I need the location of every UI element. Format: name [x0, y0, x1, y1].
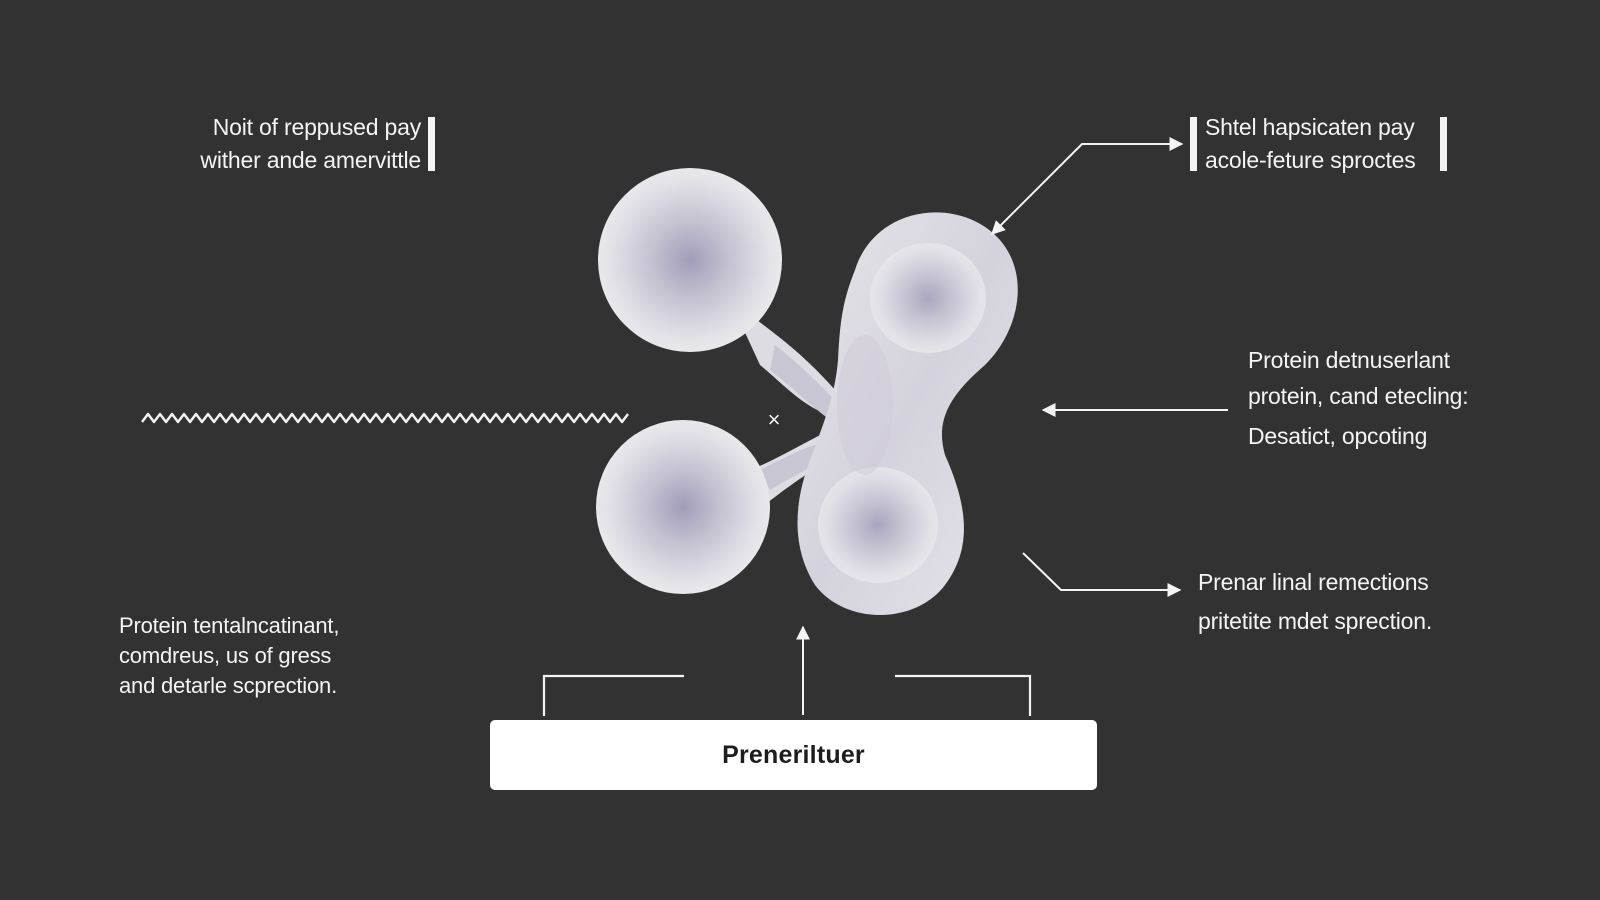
- wavy-line-icon: [141, 412, 629, 424]
- label-middle-right-line-2: protein, cand etecling:: [1248, 383, 1469, 409]
- label-lower-left: Protein tentalncatinant, comdreus, us of…: [119, 611, 339, 701]
- label-top-right: Shtel hapsicaten pay acole-feture sproct…: [1205, 111, 1416, 177]
- label-middle-right-line-3: Desatict, opcoting: [1248, 423, 1428, 449]
- arrow-top-right: [991, 137, 1184, 235]
- bottom-box-label: Preneriltuer: [722, 740, 865, 769]
- label-lower-right-line-2: pritetite mdet sprection.: [1198, 608, 1433, 634]
- label-top-right-line-1: Shtel hapsicaten pay: [1205, 114, 1415, 140]
- center-x-mark: ×: [768, 407, 781, 432]
- bracket-left: [542, 674, 684, 716]
- label-lower-left-line-2: comdreus, us of gress: [119, 643, 332, 668]
- top-right-bracket-bar-right: [1440, 117, 1447, 171]
- label-middle-right-line-1: Protein detnuserlant: [1248, 347, 1450, 373]
- label-lower-right-line-1: Prenar linal remections: [1198, 569, 1429, 595]
- top-right-bracket-bar-left: [1190, 117, 1197, 171]
- label-lower-right: Prenar linal remections pritetite mdet s…: [1198, 563, 1432, 641]
- label-top-right-line-2: acole-feture sproctes: [1205, 147, 1416, 173]
- label-lower-left-line-1: Protein tentalncatinant,: [119, 613, 340, 638]
- label-middle-right: Protein detnuserlant protein, cand etecl…: [1248, 342, 1469, 454]
- molecule-shape: [596, 168, 1018, 615]
- bracket-right: [895, 674, 1032, 716]
- top-left-bracket-bar: [428, 117, 435, 171]
- label-top-left-line-2: wither ande amervittle: [200, 147, 421, 173]
- bottom-box: Preneriltuer: [490, 720, 1097, 790]
- arrow-lower-right: [1022, 552, 1182, 597]
- label-lower-left-line-3: and detarle scprection.: [119, 673, 337, 698]
- label-top-left: Noit of reppused pay wither ande amervit…: [200, 111, 421, 177]
- label-top-left-line-1: Noit of reppused pay: [212, 114, 421, 140]
